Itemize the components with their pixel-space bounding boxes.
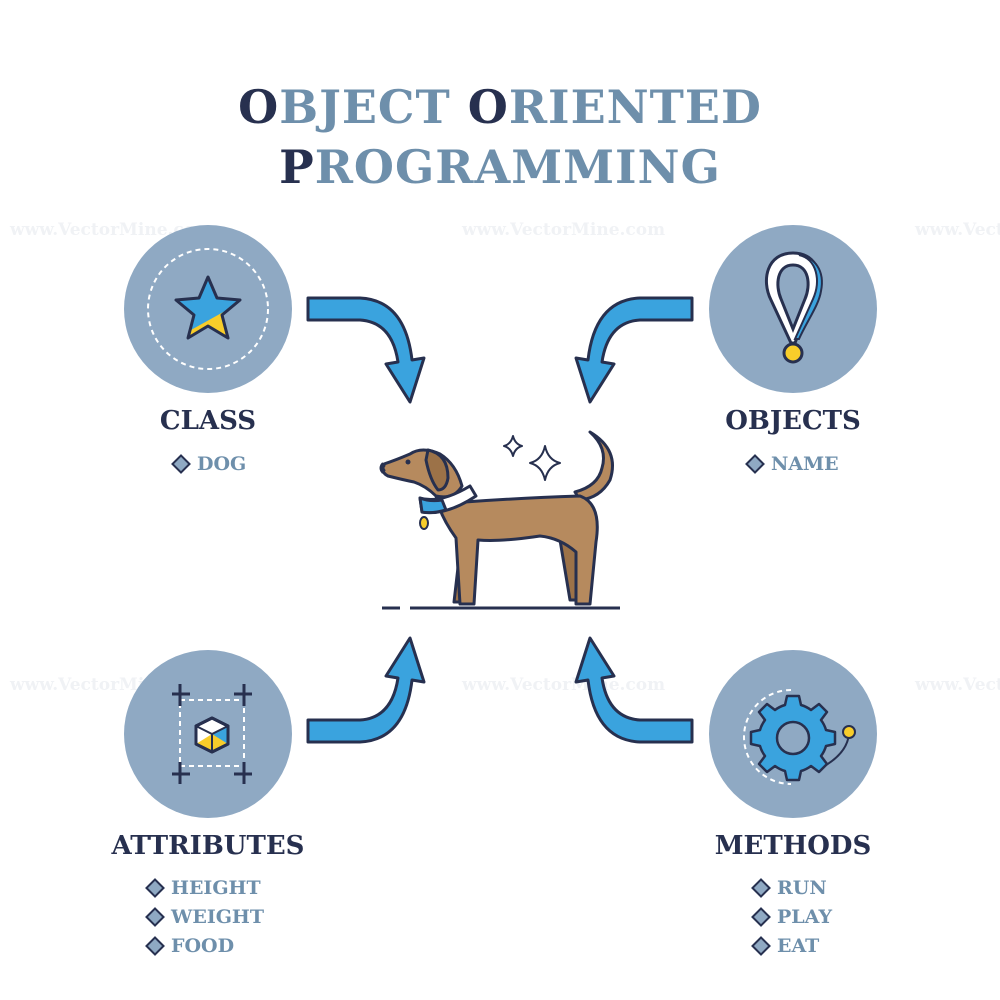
methods-list: RUN PLAY EAT (751, 873, 832, 960)
class-list: DOG (171, 449, 246, 478)
diamond-icon (145, 935, 165, 956)
diamond-icon (171, 453, 191, 474)
dog-icon (379, 430, 620, 610)
arrow-methods-to-dog-icon (574, 636, 694, 744)
diamond-icon (751, 935, 771, 956)
title-letter: P (279, 140, 315, 194)
arrow-objects-to-dog-icon (574, 296, 694, 404)
watermark: www.VectorMine.com (462, 220, 666, 240)
title-letter: O (467, 80, 509, 134)
list-item: EAT (751, 931, 832, 960)
diamond-icon (751, 906, 771, 927)
diamond-icon (751, 877, 771, 898)
methods-label: METHODS (714, 831, 872, 861)
watermark: www.VectorMine.com (915, 220, 1000, 240)
objects-label: OBJECTS (725, 406, 861, 436)
watermark: www.VectorMine.com (10, 220, 214, 240)
list-item: RUN (751, 873, 832, 902)
class-circle (124, 225, 292, 393)
objects-list: NAME (745, 449, 839, 478)
list-item: PLAY (751, 902, 832, 931)
objects-circle (709, 225, 877, 393)
class-label: CLASS (159, 406, 257, 436)
medal-icon (764, 251, 823, 364)
title-text: RIENTED (508, 80, 762, 134)
gear-icon (743, 689, 856, 785)
diamond-icon (745, 453, 765, 474)
arrow-attributes-to-dog-icon (306, 636, 426, 744)
attributes-list: HEIGHT WEIGHT FOOD (145, 873, 264, 960)
attributes-circle (124, 650, 292, 818)
attributes-label: ATTRIBUTES (111, 831, 305, 861)
watermark: www.VectorMine.com (462, 675, 666, 695)
diamond-icon (145, 906, 165, 927)
list-item: NAME (745, 449, 839, 478)
title-letter: O (238, 80, 280, 134)
arrow-class-to-dog-icon (306, 296, 426, 404)
list-item: FOOD (145, 931, 264, 960)
list-item: DOG (171, 449, 246, 478)
watermark: www.VectorMine.com (915, 675, 1000, 695)
list-item: HEIGHT (145, 873, 264, 902)
star-icon (147, 248, 269, 370)
title-text: BJECT (279, 80, 468, 134)
methods-circle (709, 650, 877, 818)
diamond-icon (145, 877, 165, 898)
title-text: ROGRAMMING (314, 140, 721, 194)
list-item: WEIGHT (145, 902, 264, 931)
title-line-1: OBJECT ORIENTED (0, 80, 1000, 134)
title-line-2: PROGRAMMING (0, 140, 1000, 194)
cube-icon (172, 684, 252, 784)
